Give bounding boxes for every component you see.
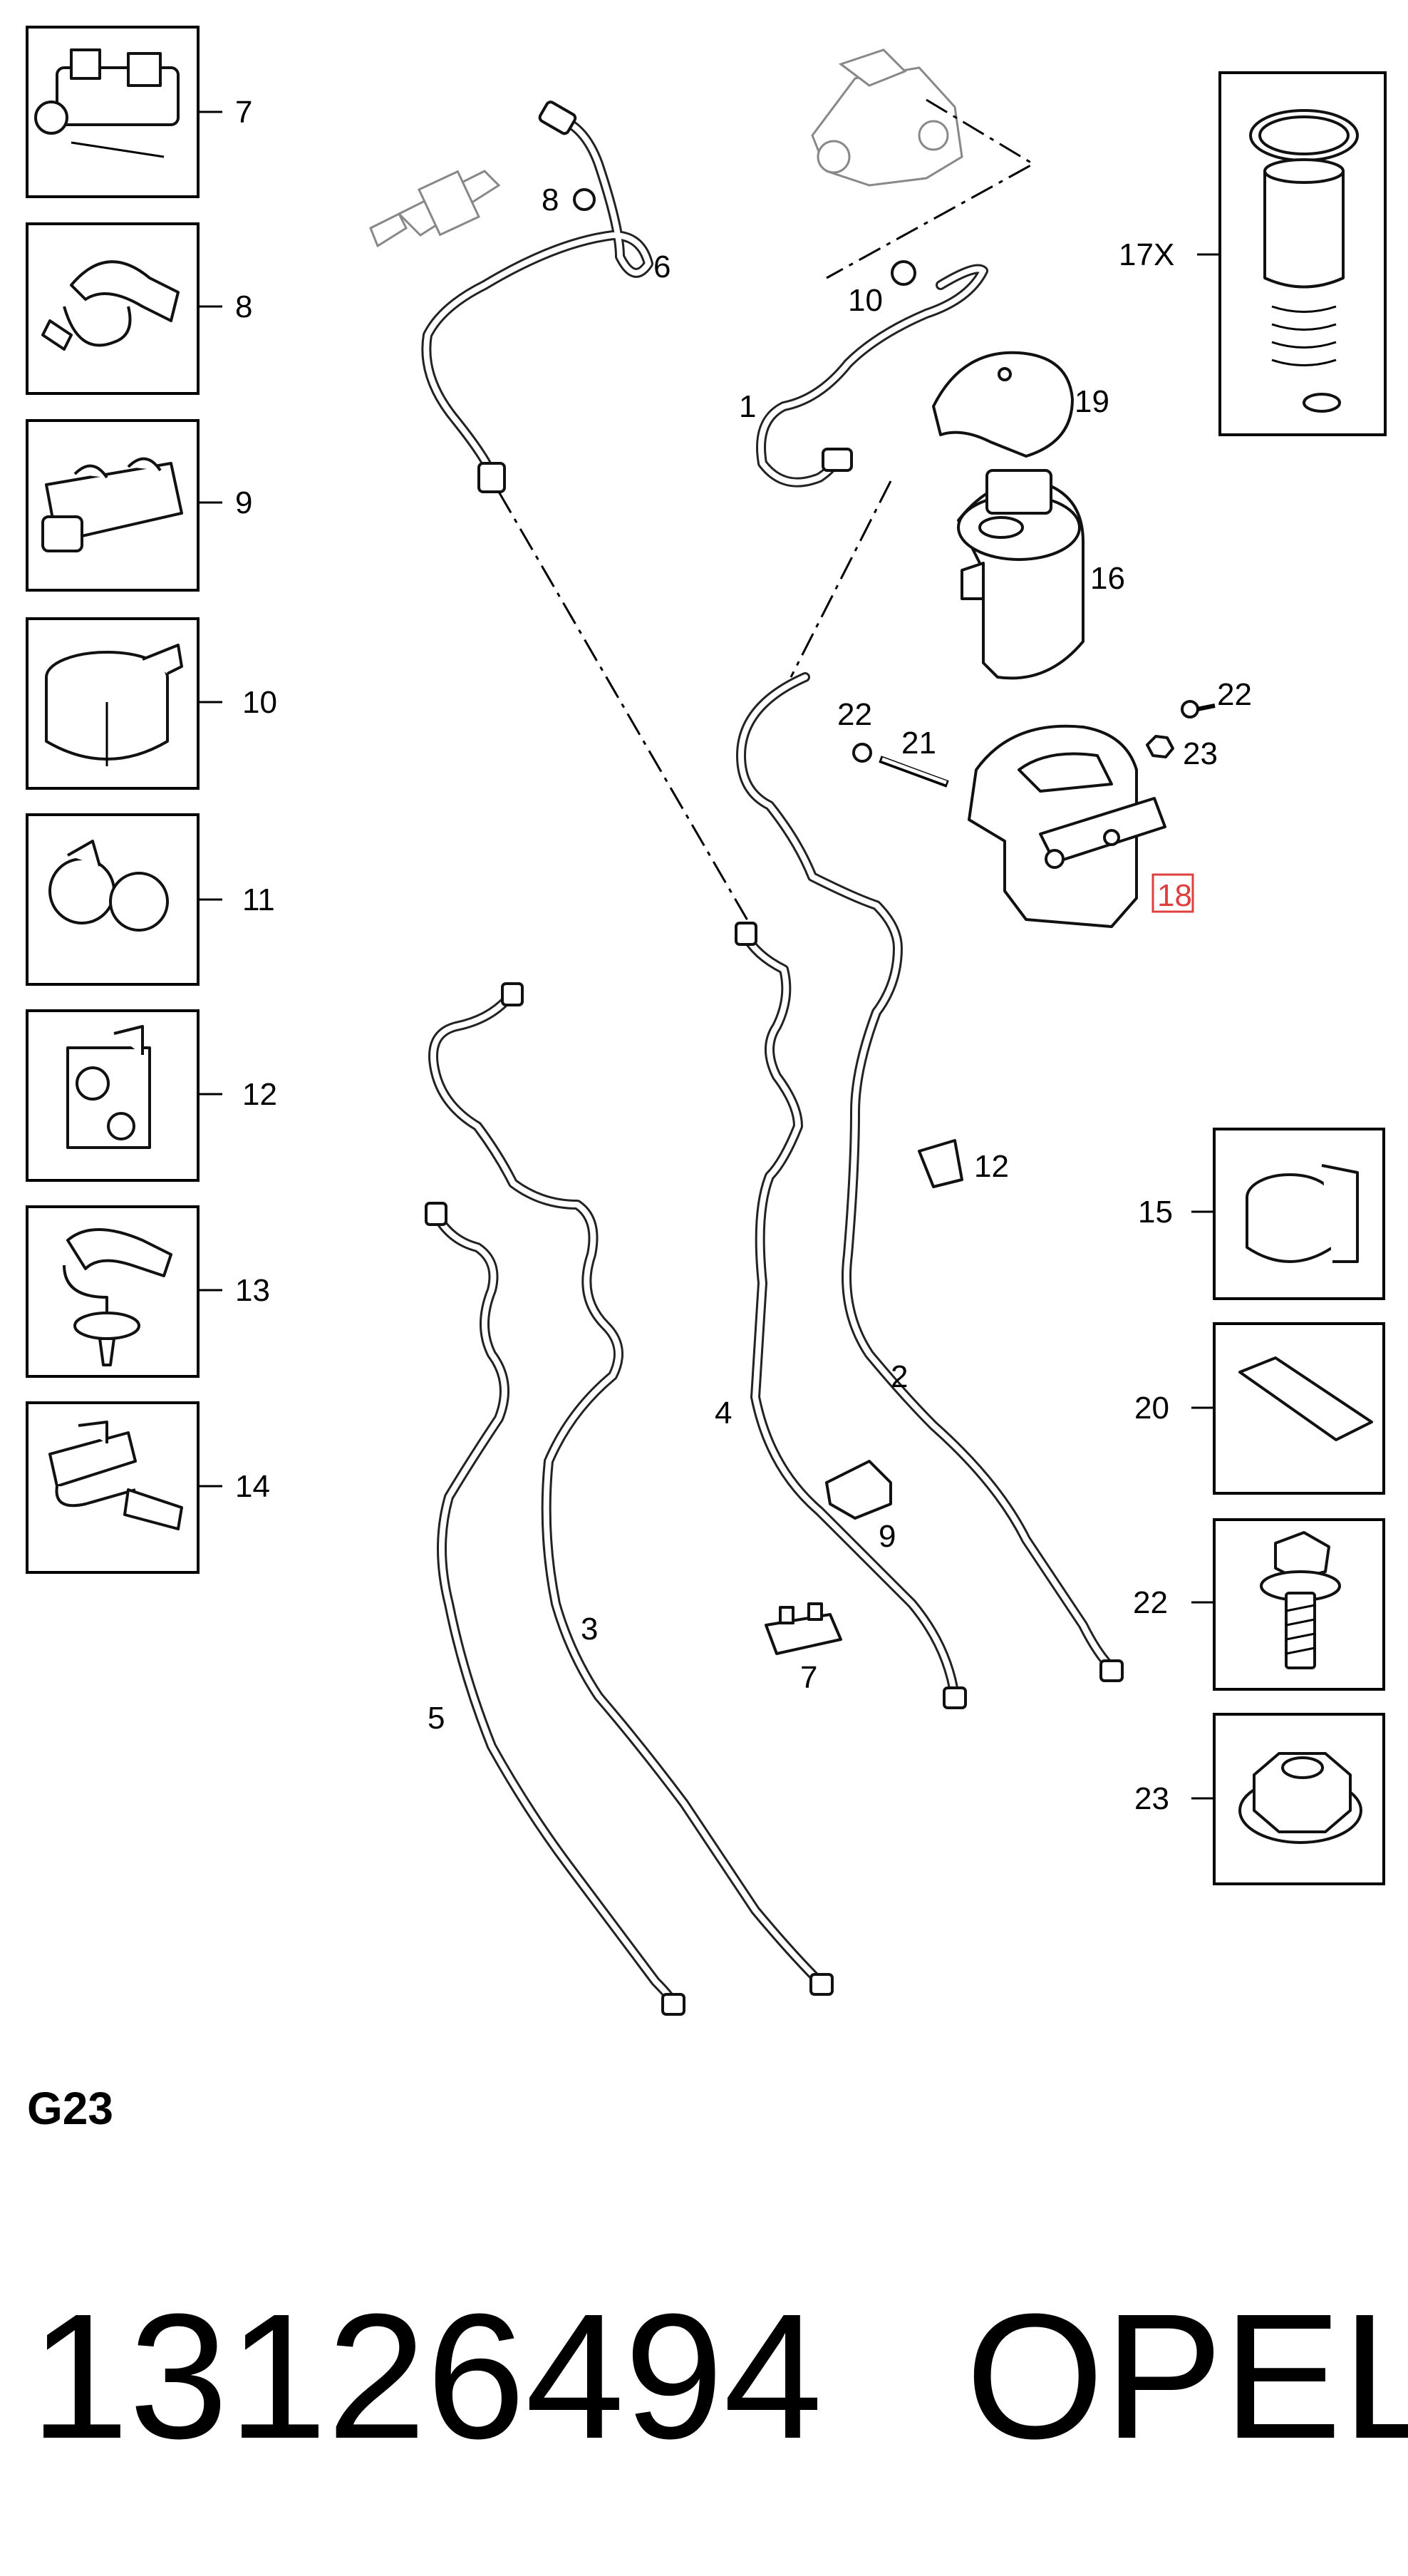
legend-label: 17X [1119,237,1174,272]
fuel-pipe-3[interactable] [428,982,834,1996]
clip-12[interactable] [918,1139,963,1188]
callout-16[interactable]: 16 [1090,561,1125,596]
fuel-filter-kit-icon [1249,109,1359,413]
twin-clip-icon [48,840,169,932]
connector-clip-icon [34,48,180,158]
bolt-21[interactable] [852,743,949,788]
callout-18[interactable]: 18 [1157,878,1192,913]
legend-item-14[interactable]: 14 [26,1401,270,1574]
legend-label: 9 [235,485,252,520]
clip-9[interactable] [825,1460,892,1520]
legend-item-11[interactable]: 11 [26,813,275,986]
pad-icon [1238,1356,1373,1441]
callout-3[interactable]: 3 [581,1612,598,1647]
legend-item-20[interactable]: 20 [1134,1322,1385,1495]
ring-clip-icon [45,644,183,766]
legend-item-17X[interactable]: 17X [1119,71,1387,436]
fuel-pipe-2[interactable] [736,672,1124,1682]
callout-23[interactable]: 23 [1183,736,1218,771]
legend-item-10[interactable]: 10 [26,617,277,790]
reference-line [790,480,892,678]
legend-left: 7 8 9 [26,26,277,1574]
callout-8[interactable]: 8 [542,182,559,217]
callout-4[interactable]: 4 [715,1396,732,1431]
callout-22b[interactable]: 22 [1217,677,1252,712]
legend-item-7[interactable]: 7 [26,26,252,198]
callout-19[interactable]: 19 [1075,384,1109,419]
small-clip-10[interactable] [891,260,916,286]
legend-label: 22 [1133,1585,1168,1620]
legend-label: 11 [242,882,275,917]
pipe-clip-icon [41,260,180,351]
nut-23[interactable] [1146,735,1174,758]
injection-pump-icon [811,48,963,187]
exploded-view: 6 8 10 1 19 [369,48,1252,2016]
legend-label: 12 [242,1077,277,1112]
legend-item-13[interactable]: 13 [26,1205,270,1378]
callout-12[interactable]: 12 [974,1149,1009,1184]
flange-nut-icon [1238,1752,1362,1844]
legend-label: 14 [235,1469,270,1504]
legend-item-23[interactable]: 23 [1134,1713,1385,1885]
bolt-icon [1260,1531,1341,1669]
reference-line [497,491,757,934]
sleeve-clip-icon [1246,1164,1359,1263]
callout-5[interactable]: 5 [428,1701,445,1736]
callout-22a[interactable]: 22 [837,697,872,732]
callout-10[interactable]: 10 [848,283,883,318]
brand-name: OPEL [966,2277,1408,2475]
filter-cover-19[interactable] [932,351,1074,458]
fuel-pipe-4[interactable] [735,922,967,1709]
callout-2[interactable]: 2 [891,1359,908,1394]
legend-label: 20 [1134,1391,1169,1426]
highlight-box [1151,873,1194,913]
legend-label: 15 [1138,1195,1173,1230]
callout-6[interactable]: 6 [653,249,671,284]
callout-1[interactable]: 1 [739,389,756,424]
legend-item-15[interactable]: 15 [1138,1128,1385,1300]
push-clip-icon [63,1228,172,1366]
fuel-pipe-1[interactable] [756,264,988,488]
legend-item-8[interactable]: 8 [26,222,252,395]
legend-item-22[interactable]: 22 [1133,1518,1385,1691]
bracket-18[interactable] [968,724,1166,928]
open-clip-icon [48,1421,183,1530]
legend-label: 7 [235,95,252,130]
injector-icon [369,170,501,248]
fuel-pump-16[interactable] [957,469,1085,680]
callout-21[interactable]: 21 [901,726,936,761]
clip-7[interactable] [765,1602,842,1655]
block-clip-icon [66,1025,151,1149]
bolt-22[interactable] [1181,700,1216,718]
group-code: G23 [27,2083,113,2134]
callout-9[interactable]: 9 [879,1519,896,1554]
legend-label: 10 [242,685,277,720]
double-pipe-clip-icon [41,457,183,552]
legend-item-9[interactable]: 9 [26,419,252,592]
legend-item-12[interactable]: 12 [26,1009,277,1182]
part-number: 13126494 [30,2277,822,2475]
small-clip-8[interactable] [573,188,596,211]
legend-label: 8 [235,289,252,324]
fuel-pipe-6[interactable] [421,101,653,493]
legend-right: 17X 15 20 [1119,71,1387,1885]
callout-7[interactable]: 7 [800,1660,817,1695]
legend-label: 23 [1134,1781,1169,1816]
fuel-pipe-5[interactable] [425,1202,685,2016]
legend-label: 13 [235,1273,270,1308]
